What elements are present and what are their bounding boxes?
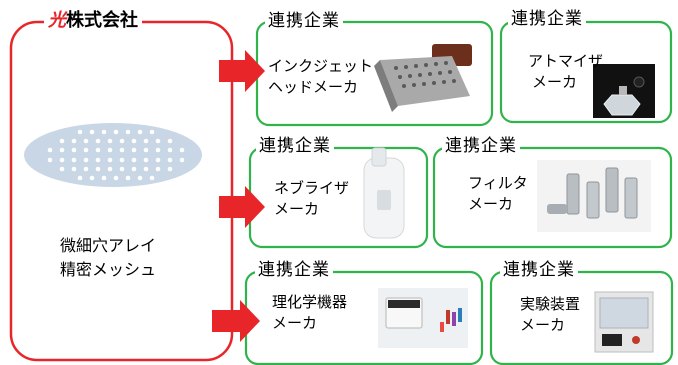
experimental-device-image: [594, 291, 654, 353]
partner-line1: 理化学機器: [272, 293, 348, 311]
partner-text-filter: フィルタ メーカ: [468, 173, 528, 215]
partner-label: 連携企業: [442, 138, 520, 155]
partner-text-lab-instruments: 理化学機器 メーカ: [272, 292, 347, 334]
arrow-icon: [219, 186, 265, 228]
partner-label: 連携企業: [265, 13, 343, 30]
mesh-plate-image: [24, 123, 202, 187]
company-name-prefix: 光: [48, 10, 66, 31]
partner-label: 連携企業: [255, 262, 333, 279]
lab-instrument-image: [378, 288, 468, 348]
partner-line1: インクジェット: [268, 57, 374, 75]
partner-line1: アトマイザ: [528, 52, 604, 70]
partner-line2: メーカ: [272, 314, 318, 332]
partner-line2: ヘッドメーカ: [268, 78, 359, 96]
partner-text-inkjet: インクジェット ヘッドメーカ: [268, 56, 373, 98]
partner-text-atomizer: アトマイザ メーカ: [528, 51, 603, 93]
partner-line1: フィルタ: [468, 174, 528, 192]
partner-line2: メーカ: [520, 316, 566, 334]
partner-line2: メーカ: [468, 195, 514, 213]
product-label-line1: 微細穴アレイ: [60, 236, 157, 255]
partner-text-experimental-device: 実験装置 メーカ: [520, 294, 580, 336]
inkjet-head-image: [374, 44, 472, 112]
partner-line1: ネブライザ: [274, 179, 350, 197]
partner-label: 連携企業: [508, 11, 586, 28]
partner-box-atomizer: [499, 20, 673, 124]
arrow-icon: [212, 300, 260, 342]
partner-box-filter: [432, 146, 673, 249]
atomizer-bottle-image: [593, 64, 655, 118]
nebulizer-image: [363, 147, 405, 239]
partner-label: 連携企業: [256, 138, 334, 155]
company-name: 光株式会社: [44, 12, 142, 30]
company-box: [9, 20, 234, 362]
partner-box-experimental-device: [489, 270, 674, 365]
product-label: 微細穴アレイ 精密メッシュ: [60, 234, 156, 282]
partner-line2: メーカ: [532, 73, 578, 91]
partner-line1: 実験装置: [520, 295, 581, 313]
filter-image: [537, 160, 651, 232]
partner-text-nebulizer: ネブライザ メーカ: [274, 178, 349, 220]
arrow-icon: [219, 50, 265, 92]
partner-line2: メーカ: [274, 200, 320, 218]
product-label-line2: 精密メッシュ: [60, 260, 157, 279]
company-name-suffix: 株式会社: [66, 10, 138, 31]
partner-label: 連携企業: [500, 262, 578, 279]
